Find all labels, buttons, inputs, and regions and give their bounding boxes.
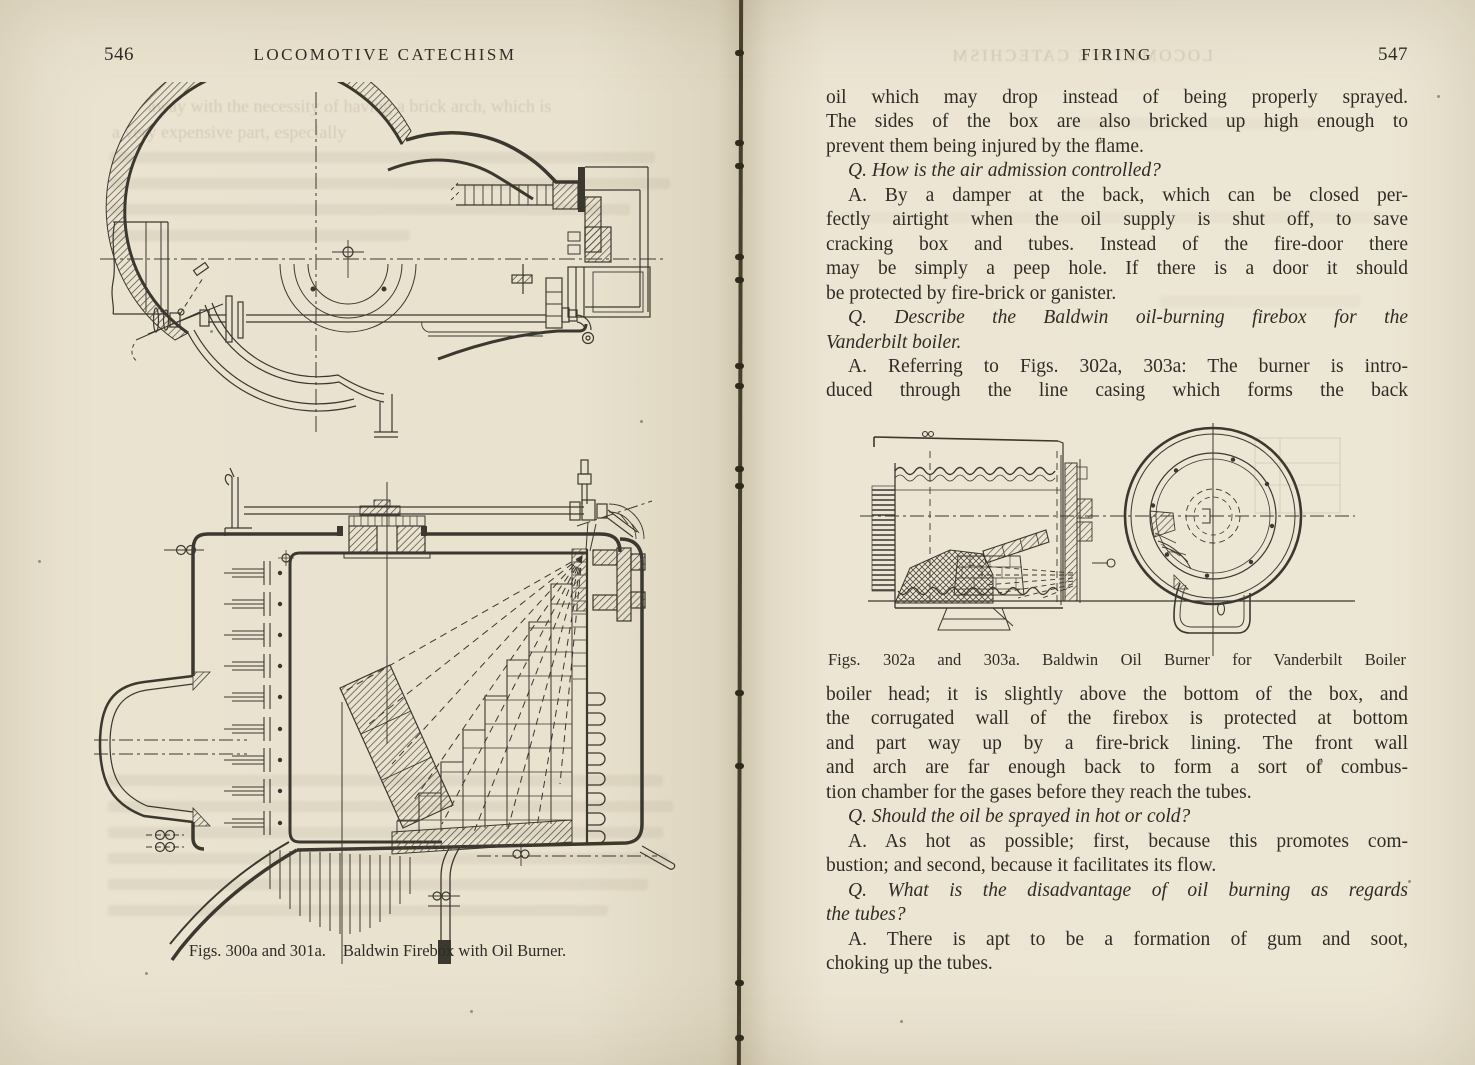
question-block: Q. How is the air admission controlled? xyxy=(826,159,1408,183)
answer-block: A. There is apt to be a formation of gum… xyxy=(826,928,1408,977)
stitch-mark xyxy=(735,140,744,146)
figure-caption-left-title: Baldwin Firebox with Oil Burner. xyxy=(342,941,567,960)
answer-block: A. As hot as possible; first, because th… xyxy=(826,830,1408,879)
bleedthrough-smudge xyxy=(108,853,668,864)
bleedthrough-smudge xyxy=(108,827,663,838)
text-line: prevent them being injured by the flame. xyxy=(826,135,1144,157)
paper-speck xyxy=(470,1010,473,1013)
text-line: and arch are far enough back to form a s… xyxy=(826,757,1408,779)
text-line: be protected by fire-brick or ganister. xyxy=(826,282,1117,304)
answer-block: A. Referring to Figs. 302a, 303a: The bu… xyxy=(826,355,1408,404)
text-line: Q. How is the air admission controlled? xyxy=(848,160,1161,182)
text-line: oil which may drop instead of being prop… xyxy=(826,87,1408,108)
text-line: Vanderbilt boiler. xyxy=(826,331,962,353)
page-number-left: 546 xyxy=(104,44,134,65)
bleedthrough-smudge xyxy=(110,178,670,189)
paragraph-block: oil which may drop instead of being prop… xyxy=(826,86,1408,159)
stitch-mark xyxy=(735,254,744,260)
stitch-mark xyxy=(735,277,744,283)
text-line: fectly airtight when the oil supply is s… xyxy=(826,209,1408,231)
question-block: Q. Should the oil be sprayed in hot or c… xyxy=(826,805,1408,829)
paper-speck xyxy=(145,972,148,975)
text-line: cracking box and tubes. Instead of the f… xyxy=(826,233,1408,255)
paper-speck xyxy=(210,330,213,333)
bleedthrough-smudge xyxy=(110,152,655,163)
stitch-mark xyxy=(735,50,744,56)
figure-301a-drawing xyxy=(94,459,676,964)
text-line: Q. Should the oil be sprayed in hot or c… xyxy=(848,806,1191,828)
stitch-mark xyxy=(735,980,744,986)
paper-speck xyxy=(38,560,41,563)
text-line: and part way up by a fire-brick lining. … xyxy=(826,732,1408,754)
text-line: may be simply a peep hole. If there is a… xyxy=(826,258,1408,280)
text-line: A. By a damper at the back, which can be… xyxy=(848,184,1408,206)
running-title-right: FIRING xyxy=(1081,45,1153,64)
figure-302a-303a-drawing xyxy=(860,423,1355,656)
running-title-left: LOCOMOTIVE CATECHISM xyxy=(253,45,517,64)
bleedthrough-smudge xyxy=(108,879,648,890)
bleedthrough-smudge xyxy=(108,905,608,916)
text-line: A. As hot as possible; first, because th… xyxy=(848,830,1408,852)
text-line: bustion; and second, because it facilita… xyxy=(826,855,1217,877)
body-text-bottom: boiler head; it is slightly above the bo… xyxy=(826,683,1408,976)
text-line: Q. What is the disadvantage of oil burni… xyxy=(848,879,1408,901)
paper-speck xyxy=(1100,140,1103,143)
paper-speck xyxy=(640,420,643,423)
figure-300a-drawing xyxy=(100,82,663,438)
question-block: Q. What is the disadvantage of oil burni… xyxy=(826,879,1408,928)
body-text-top: oil which may drop instead of being prop… xyxy=(826,86,1408,404)
figure-301a xyxy=(92,444,692,974)
figure-caption-right: Figs. 302a and 303a. Baldwin Oil Burner … xyxy=(828,650,1406,670)
bleedthrough-smudge xyxy=(1070,118,1320,129)
figure-caption-right-number: Figs. 302a and 303a. xyxy=(828,650,1020,669)
stitch-mark xyxy=(735,1035,744,1041)
bleedthrough-smudge xyxy=(110,230,410,241)
bleedthrough-text-line: a very expensive part, especially xyxy=(112,122,347,142)
page-right: LOCOMOTIVE CATECHISM FIRING 547 oil whic… xyxy=(740,0,1475,1065)
paper-speck xyxy=(1320,760,1323,763)
answer-block: A. By a damper at the back, which can be… xyxy=(826,184,1408,306)
stitch-mark xyxy=(735,363,744,369)
bleedthrough-text-line: away with the necessity of having a bric… xyxy=(148,96,552,116)
text-line: boiler head; it is slightly above the bo… xyxy=(826,684,1408,705)
text-line: Q. Describe the Baldwin oil-burning fire… xyxy=(848,307,1408,329)
stitch-mark xyxy=(735,383,744,389)
stitch-mark xyxy=(735,466,744,472)
page-number-right: 547 xyxy=(1378,44,1408,65)
text-line: choking up the tubes. xyxy=(826,952,993,974)
paper-speck xyxy=(900,1020,903,1023)
bleedthrough-smudge xyxy=(1160,296,1360,307)
stitch-mark xyxy=(735,763,744,769)
text-line: The sides of the box are also bricked up… xyxy=(826,111,1408,133)
question-block: Q. Describe the Baldwin oil-burning fire… xyxy=(826,306,1408,355)
figure-caption-left-number: Figs. 300a and 301a. xyxy=(188,941,326,960)
page-left: 546 LOCOMOTIVE CATECHISM away with the n… xyxy=(0,0,740,1065)
stitch-mark xyxy=(735,483,744,489)
paper-speck xyxy=(1408,880,1411,883)
figure-300a xyxy=(88,82,673,447)
figure-caption-left: Figs. 300a and 301a. Baldwin Firebox with… xyxy=(100,941,655,961)
text-line: the corrugated wall of the firebox is pr… xyxy=(826,708,1408,730)
bleedthrough-smudge xyxy=(108,801,673,812)
text-line: A. There is apt to be a formation of gum… xyxy=(848,928,1408,950)
stitch-mark xyxy=(735,690,744,696)
figure-302a-303a xyxy=(850,423,1375,658)
text-line: duced through the line casing which form… xyxy=(826,380,1408,402)
text-line: tion chamber for the gases before they r… xyxy=(826,781,1252,803)
text-line: A. Referring to Figs. 302a, 303a: The bu… xyxy=(848,355,1408,377)
paper-speck xyxy=(1437,95,1440,98)
figure-caption-right-title: Baldwin Oil Burner for Vanderbilt Boiler xyxy=(1042,650,1407,669)
stitch-mark xyxy=(735,163,744,169)
bleedthrough-smudge xyxy=(110,204,630,215)
bleedthrough-smudge xyxy=(840,212,1380,223)
text-line: the tubes? xyxy=(826,904,906,926)
paragraph-block: boiler head; it is slightly above the bo… xyxy=(826,683,1408,805)
